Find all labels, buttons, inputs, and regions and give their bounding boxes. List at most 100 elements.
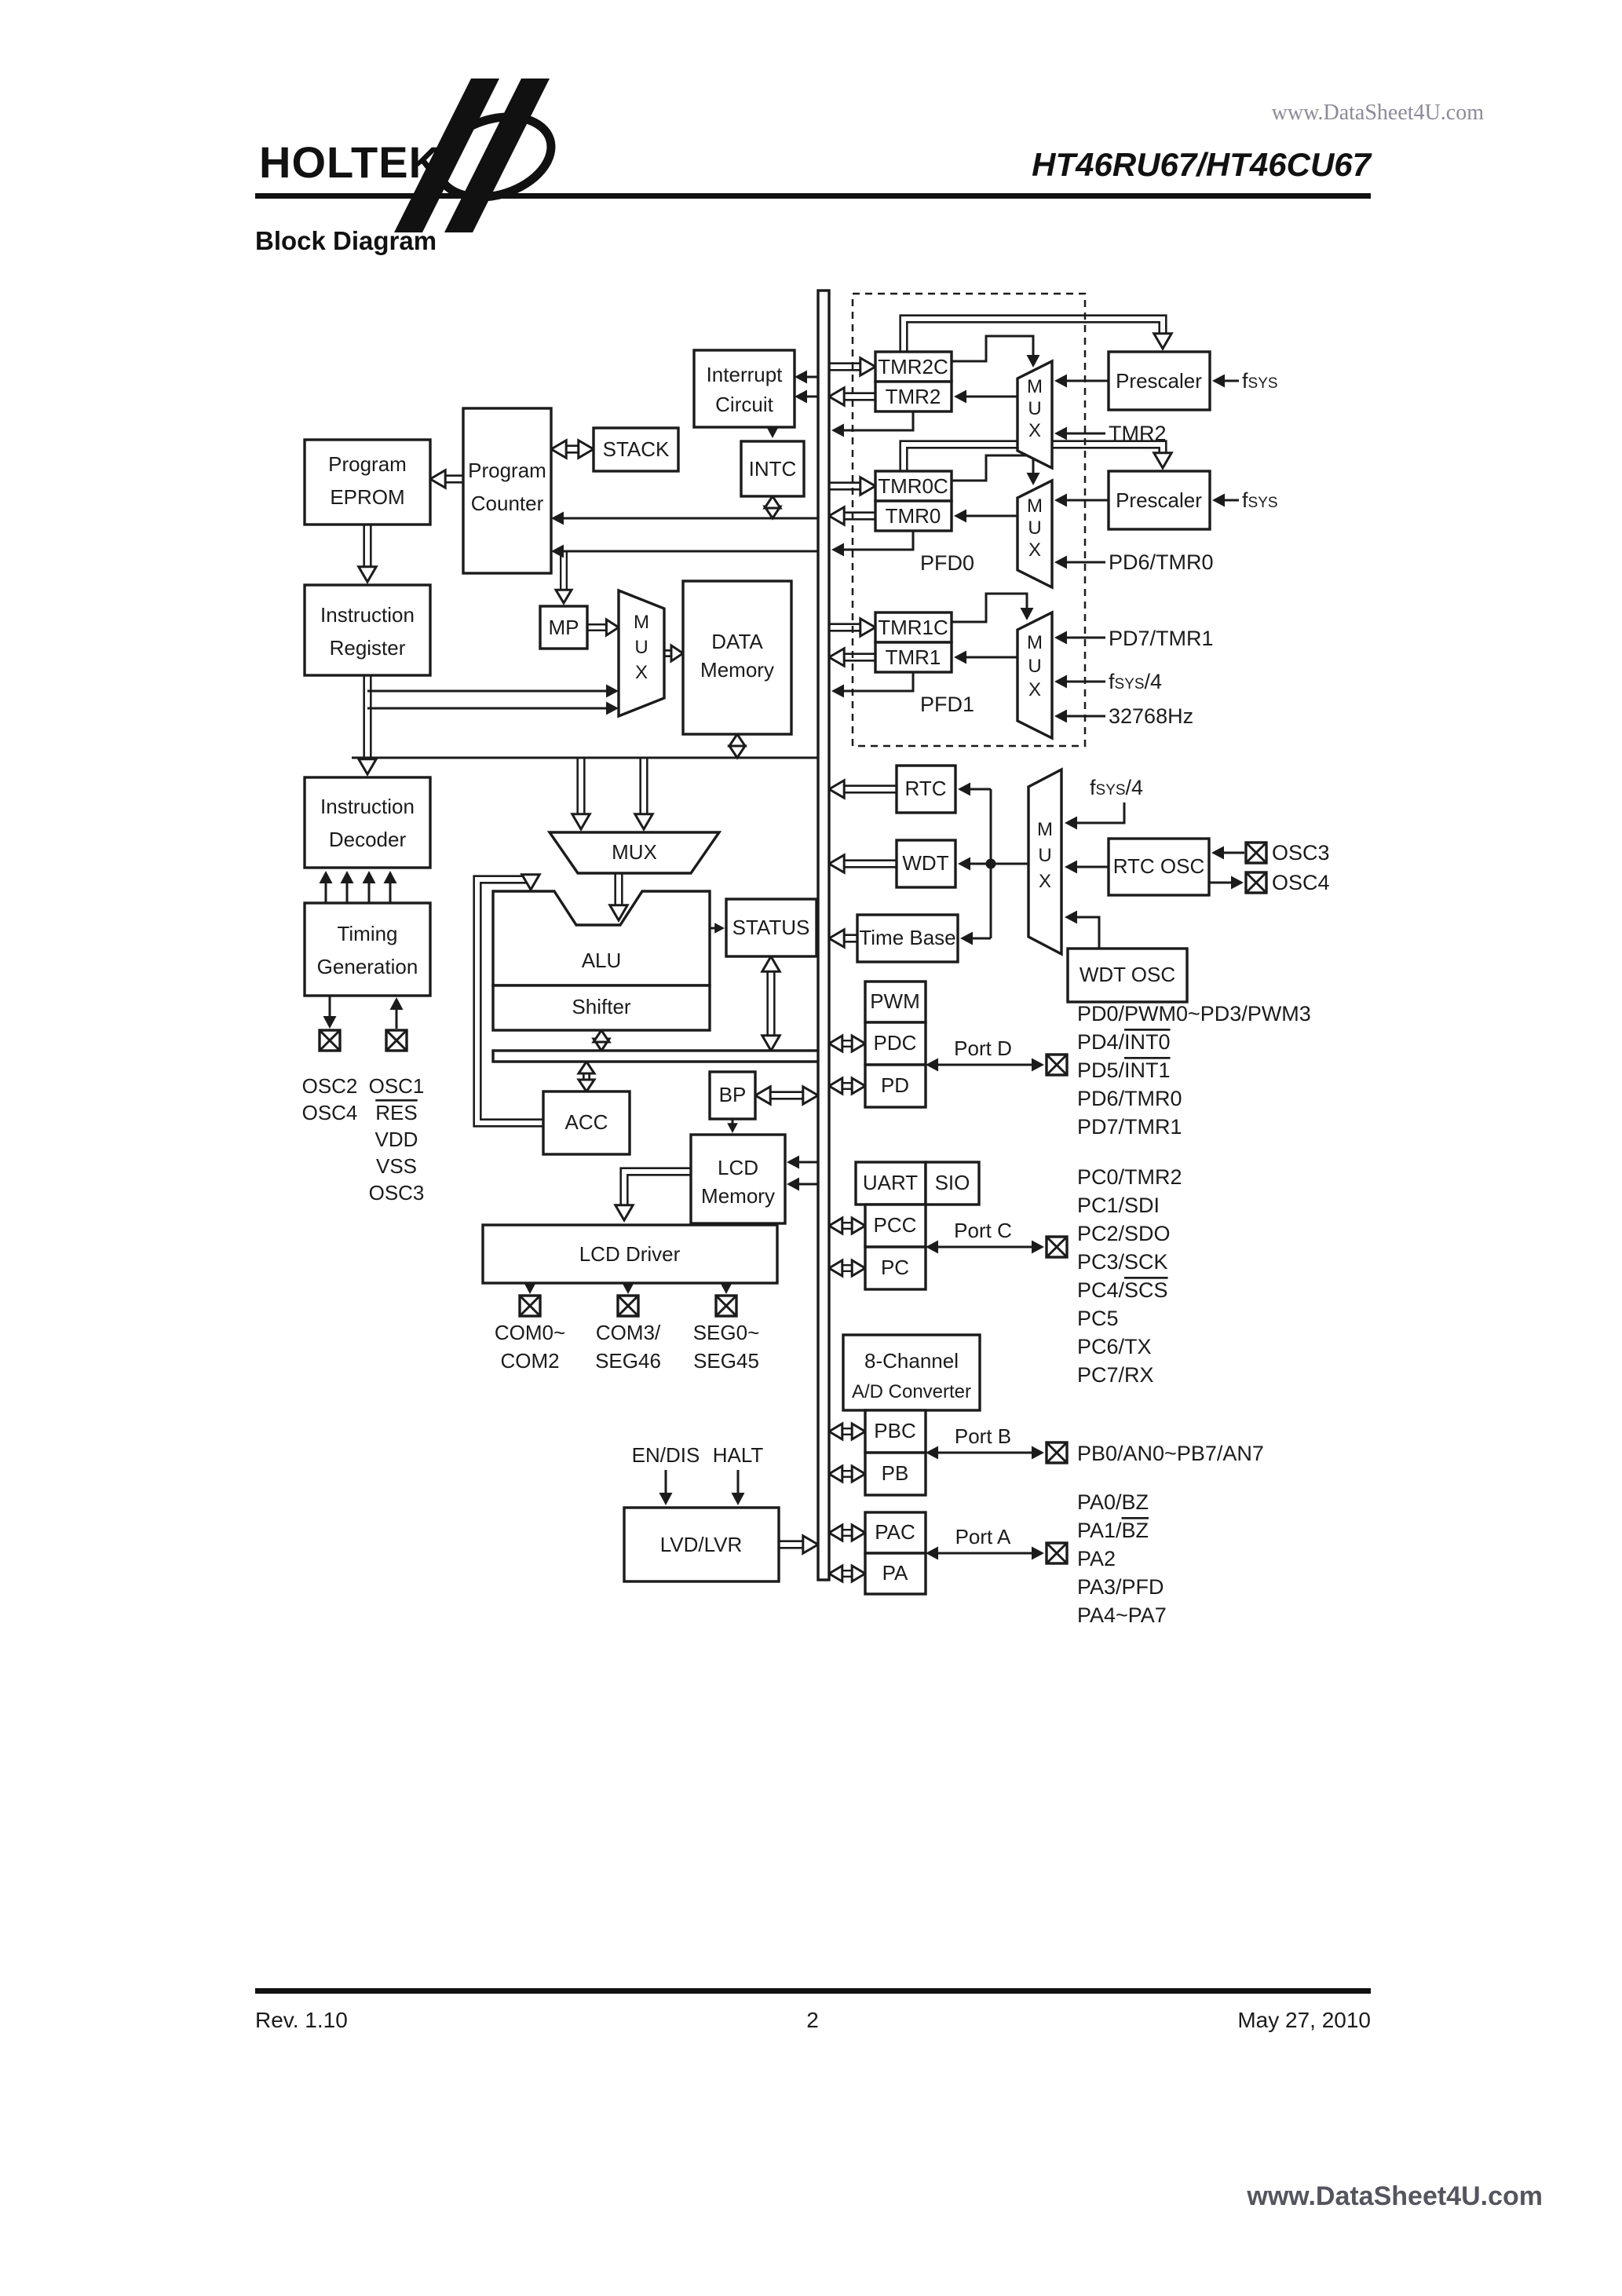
- svg-text:M: M: [1037, 819, 1053, 840]
- svg-text:PBC: PBC: [874, 1419, 915, 1442]
- pin-pad-icon: [318, 1029, 342, 1052]
- arrowhead: [576, 1059, 597, 1075]
- arrowhead: [623, 1284, 634, 1294]
- svg-text:UART: UART: [863, 1171, 918, 1194]
- wire: [839, 411, 915, 432]
- arrowhead: [827, 853, 846, 875]
- block-wdt: WDT: [895, 839, 957, 889]
- arrowhead: [831, 684, 844, 698]
- arrowhead: [1152, 452, 1174, 470]
- pin-pad-icon: [714, 1294, 738, 1318]
- block-acc: ACC: [542, 1090, 631, 1156]
- arrowhead: [958, 782, 970, 796]
- arrowhead: [605, 617, 621, 638]
- svg-text:TMR1: TMR1: [886, 645, 941, 669]
- arrowhead: [850, 1076, 868, 1096]
- arrowhead: [428, 468, 447, 490]
- svg-text:PC3/SCK: PC3/SCK: [1077, 1250, 1168, 1274]
- pin-pad-icon: [385, 1029, 408, 1052]
- arrowhead: [1054, 675, 1067, 689]
- label-seg0: SEG0~: [693, 1321, 760, 1344]
- arrowhead: [1026, 355, 1040, 367]
- svg-text:M: M: [634, 612, 649, 633]
- svg-text:Instruction: Instruction: [320, 603, 415, 627]
- label-osc3-pin: OSC3: [1272, 841, 1330, 865]
- arrowhead: [323, 1016, 337, 1029]
- arrowhead: [1026, 473, 1040, 485]
- arrowhead: [362, 871, 376, 883]
- block-tmr0c: TMR0C: [874, 470, 953, 503]
- svg-text:PC1/SDI: PC1/SDI: [1077, 1194, 1160, 1217]
- arrowhead: [340, 871, 354, 883]
- arrowhead: [633, 813, 655, 832]
- block-alu: ALU: [491, 890, 711, 987]
- block-pc: PC: [864, 1245, 927, 1291]
- wire: [901, 316, 1166, 352]
- block-pb: PB: [864, 1451, 927, 1497]
- section-title: Block Diagram: [255, 226, 437, 255]
- block-lcd-memory: LCD Memory: [689, 1133, 787, 1225]
- block-tmr2: TMR2: [874, 380, 953, 413]
- block-pcc: PCC: [864, 1203, 927, 1249]
- svg-text:PA3/PFD: PA3/PFD: [1077, 1575, 1164, 1599]
- label-osc4: OSC4: [302, 1101, 358, 1124]
- arrowhead: [727, 1123, 738, 1133]
- block-uart: UART: [854, 1161, 927, 1206]
- arrowhead: [727, 744, 747, 760]
- wire: [839, 531, 915, 551]
- svg-text:PDC: PDC: [874, 1031, 917, 1055]
- arrowhead: [859, 475, 878, 497]
- svg-text:RTC OSC: RTC OSC: [1113, 854, 1205, 878]
- svg-text:U: U: [1028, 398, 1041, 419]
- arrowhead: [1231, 876, 1244, 890]
- label-res: RES: [375, 1101, 417, 1124]
- pin-pad-icon: [1045, 1541, 1069, 1565]
- block-mp: MP: [539, 605, 589, 650]
- svg-text:LCD Driver: LCD Driver: [579, 1242, 681, 1266]
- svg-text:PC4/SCS: PC4/SCS: [1077, 1278, 1168, 1302]
- footer-rule: [255, 1988, 1371, 1994]
- arrowhead: [827, 505, 846, 527]
- svg-text:X: X: [1028, 420, 1041, 441]
- arrowhead: [1032, 1058, 1044, 1072]
- label-vss: VSS: [376, 1154, 417, 1178]
- arrowhead: [954, 389, 966, 404]
- svg-text:ACC: ACC: [565, 1110, 608, 1134]
- mux-timer1: M U X: [1016, 610, 1054, 740]
- svg-text:TMR0: TMR0: [886, 504, 941, 528]
- arrowhead: [577, 438, 596, 460]
- pin-pads: [318, 841, 1268, 1565]
- footer-page-number: 2: [806, 2008, 819, 2032]
- svg-text:TMR2C: TMR2C: [878, 355, 948, 378]
- arrowhead: [760, 1034, 782, 1053]
- arrowhead: [670, 643, 685, 664]
- header-rule: [255, 193, 1371, 199]
- arrowhead: [1211, 846, 1224, 860]
- arrowhead: [1065, 910, 1077, 924]
- block-tmr2c: TMR2C: [874, 350, 953, 383]
- label-osc4-pin: OSC4: [1272, 871, 1330, 894]
- label-pfd1: PFD1: [920, 693, 974, 716]
- svg-text:EPROM: EPROM: [330, 485, 404, 509]
- svg-text:Program: Program: [468, 459, 546, 482]
- label-port-b: Port B: [955, 1424, 1011, 1448]
- arrowhead: [850, 1421, 868, 1442]
- svg-text:BP: BP: [719, 1083, 747, 1106]
- main-system-bus: [816, 289, 831, 1581]
- arrowhead: [524, 1284, 535, 1294]
- block-interrupt-circuit: Interrupt Circuit: [692, 349, 796, 429]
- wire: [952, 454, 1035, 482]
- pin-pad-icon: [1045, 1441, 1069, 1464]
- mux-memory-pointer: M U X: [617, 588, 666, 718]
- arrowhead: [613, 1204, 635, 1223]
- block-lcd-driver: LCD Driver: [481, 1223, 779, 1285]
- arrowhead: [954, 509, 966, 523]
- svg-text:TMR1C: TMR1C: [878, 616, 948, 639]
- svg-text:Shifter: Shifter: [572, 995, 630, 1018]
- arrowhead: [591, 1028, 612, 1044]
- arrowhead: [576, 1078, 597, 1094]
- block-status: STATUS: [725, 898, 818, 958]
- svg-text:M: M: [1027, 632, 1043, 653]
- page-title: HT46RU67/HT46CU67: [1032, 146, 1372, 183]
- svg-text:WDT: WDT: [902, 851, 948, 875]
